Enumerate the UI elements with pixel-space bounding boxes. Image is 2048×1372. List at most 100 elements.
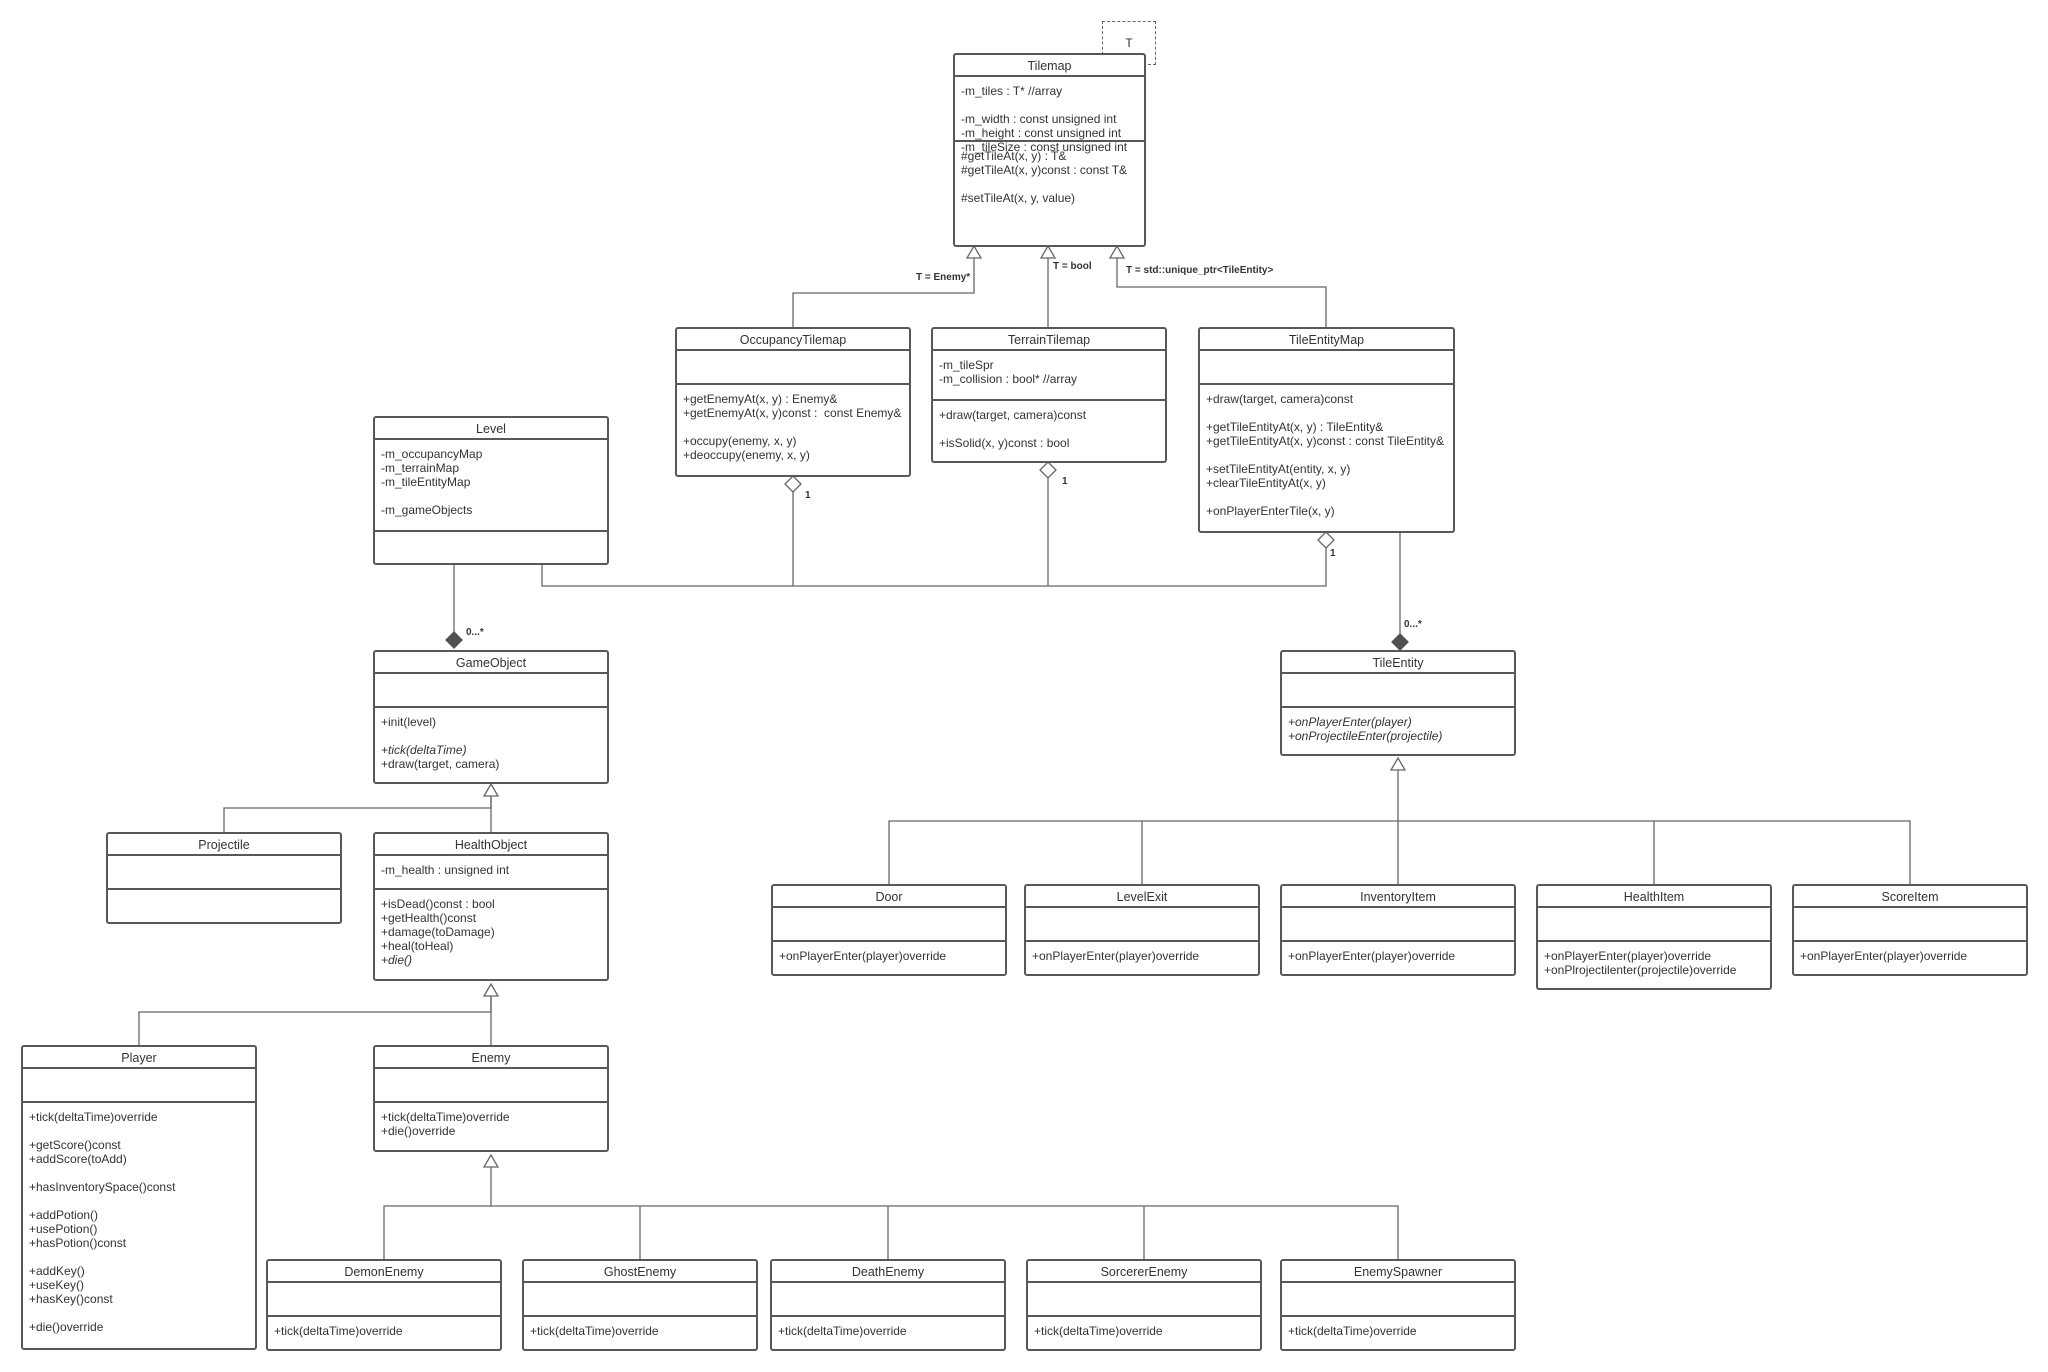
operation-line: +draw(target, camera)const <box>939 408 1087 422</box>
attribute-line: -m_gameObjects <box>381 503 473 517</box>
operation-line: +onPlayerEnter(player)override <box>1544 949 1712 963</box>
class-name: TileEntityMap <box>1200 329 1453 351</box>
class-enemy-spawner[interactable]: EnemySpawner+tick(deltaTime)override <box>1280 1259 1516 1351</box>
operation-line: +addKey() <box>29 1264 85 1278</box>
generalization-arrowhead <box>482 982 500 997</box>
operation-line: #getTileAt(x, y)const : const T& <box>961 163 1128 177</box>
class-projectile[interactable]: Projectile <box>106 832 342 924</box>
generalization-enemy-subclasses <box>383 1205 1399 1259</box>
operation-line: +tick(deltaTime)override <box>1034 1324 1163 1338</box>
class-ghost-enemy[interactable]: GhostEnemy+tick(deltaTime)override <box>522 1259 758 1351</box>
operations-section: +tick(deltaTime)override <box>772 1317 1004 1338</box>
label-t-bool: T = bool <box>1053 261 1092 272</box>
class-demon-enemy[interactable]: DemonEnemy +tick(deltaTime)override <box>266 1259 502 1351</box>
operation-line <box>29 1194 255 1208</box>
operations-section: +onPlayerEnter(player)override <box>1794 942 2026 963</box>
class-terrain-tilemap[interactable]: TerrainTilemap-m_tileSpr-m_collision : b… <box>931 327 1167 463</box>
operation-line <box>381 729 607 743</box>
operation-line <box>1206 406 1453 420</box>
operations-section: +onPlayerEnter(player)override <box>1282 942 1514 963</box>
operation-line: +die()override <box>29 1320 104 1334</box>
attributes-section: -m_health : unsigned int <box>375 856 607 890</box>
class-tilemap[interactable]: Tilemap-m_tiles : T* //array-m_width : c… <box>953 53 1146 247</box>
class-name: DeathEnemy <box>772 1261 1004 1283</box>
class-health-object[interactable]: HealthObject-m_health : unsigned int+isD… <box>373 832 609 981</box>
class-level-exit[interactable]: LevelExit+onPlayerEnter(player)override <box>1024 884 1260 976</box>
class-name: TerrainTilemap <box>933 329 1165 351</box>
operation-line: +onPlayerEnter(player)override <box>1032 949 1200 963</box>
operations-section: +init(level)+tick(deltaTime)+draw(target… <box>375 708 607 771</box>
attribute-line: -m_tileSpr <box>939 358 994 372</box>
class-name: HealthObject <box>375 834 607 856</box>
class-sorcerer-enemy[interactable]: SorcererEnemy+tick(deltaTime)override <box>1026 1259 1262 1351</box>
operation-line: +hasKey()const <box>29 1292 113 1306</box>
class-level[interactable]: Level-m_occupancyMap-m_terrainMap-m_tile… <box>373 416 609 565</box>
generalization-arrowhead <box>482 782 500 797</box>
generalization-projectile <box>223 796 492 832</box>
operation-line: +clearTileEntityAt(x, y) <box>1206 476 1326 490</box>
class-tile-entity-map[interactable]: TileEntityMap+draw(target, camera)const+… <box>1198 327 1455 533</box>
generalization-arrowhead <box>1389 756 1407 771</box>
attribute-line: -m_tileEntityMap <box>381 475 471 489</box>
class-tile-entity[interactable]: TileEntity+onPlayerEnter(player)+onProje… <box>1280 650 1516 756</box>
class-occupancy-tilemap[interactable]: OccupancyTilemap+getEnemyAt(x, y) : Enem… <box>675 327 911 477</box>
operation-line: +tick(deltaTime)override <box>1288 1324 1417 1338</box>
attributes-section <box>1026 908 1258 942</box>
attributes-section <box>268 1283 500 1317</box>
attributes-section <box>524 1283 756 1317</box>
attributes-section <box>1282 674 1514 708</box>
operation-line: +die()override <box>381 1124 456 1138</box>
operation-line <box>29 1124 255 1138</box>
attributes-section: -m_tiles : T* //array-m_width : const un… <box>955 77 1144 154</box>
operations-section: +isDead()const : bool+getHealth()const+d… <box>375 890 607 967</box>
label-t-unique-ptr: T = std::unique_ptr<TileEntity> <box>1126 265 1274 276</box>
attributes-section <box>1794 908 2026 942</box>
class-inventory-item[interactable]: InventoryItem+onPlayerEnter(player)overr… <box>1280 884 1516 976</box>
class-name: DemonEnemy <box>268 1261 500 1283</box>
operations-section: +tick(deltaTime)override+getScore()const… <box>23 1103 255 1334</box>
operation-line: +tick(deltaTime)override <box>274 1324 403 1338</box>
class-player[interactable]: Player+tick(deltaTime)override+getScore(… <box>21 1045 257 1350</box>
class-name: Projectile <box>108 834 340 856</box>
operation-line <box>961 177 1144 191</box>
operation-line <box>29 1250 255 1264</box>
operation-line: +setTileEntityAt(entity, x, y) <box>1206 462 1351 476</box>
attribute-line: -m_tileSize : const unsigned int <box>961 140 1128 154</box>
operation-line: +usePotion() <box>29 1222 98 1236</box>
operation-line: +heal(toHeal) <box>381 939 454 953</box>
multiplicity-game-objects: 0...* <box>466 627 484 638</box>
operation-line: #getTileAt(x, y) : T& <box>961 149 1067 163</box>
class-name: GameObject <box>375 652 607 674</box>
label-t-enemy: T = Enemy* <box>916 272 971 283</box>
attributes-section <box>1282 908 1514 942</box>
class-name: ScoreItem <box>1794 886 2026 908</box>
class-game-object[interactable]: GameObject +init(level)+tick(deltaTime)+d… <box>373 650 609 784</box>
class-name: TileEntity <box>1282 652 1514 674</box>
attributes-section <box>772 1283 1004 1317</box>
class-enemy[interactable]: Enemy +tick(deltaTime)override+die()overr… <box>373 1045 609 1152</box>
multiplicity-occupancy: 1 <box>805 490 811 501</box>
operations-section: +onPlayerEnter(player)override <box>1026 942 1258 963</box>
operation-line: +useKey() <box>29 1278 85 1292</box>
class-score-item[interactable]: ScoreItem +onPlayerEnter(player)override <box>1792 884 2028 976</box>
operation-line <box>29 1306 255 1320</box>
operation-line: +tick(deltaTime)override <box>381 1110 510 1124</box>
operation-line: +getHealth()const <box>381 911 477 925</box>
operation-line: #setTileAt(x, y, value) <box>961 191 1076 205</box>
operation-line <box>1206 448 1453 462</box>
class-name: Enemy <box>375 1047 607 1069</box>
operation-line: +tick(deltaTime)override <box>530 1324 659 1338</box>
attributes-section: -m_occupancyMap-m_terrainMap-m_tileEntit… <box>375 440 607 532</box>
class-health-item[interactable]: HealthItem+onPlayerEnter(player)override… <box>1536 884 1772 990</box>
operation-line: +isSolid(x, y)const : bool <box>939 436 1070 450</box>
attribute-line: -m_height : const unsigned int <box>961 126 1122 140</box>
generalization-arrowhead <box>1108 244 1126 259</box>
attribute-line: -m_occupancyMap <box>381 447 483 461</box>
operations-section: #getTileAt(x, y) : T&#getTileAt(x, y)con… <box>955 142 1144 240</box>
class-death-enemy[interactable]: DeathEnemy +tick(deltaTime)override <box>770 1259 1006 1351</box>
aggregation-level-maps <box>541 548 1327 587</box>
operations-section: +tick(deltaTime)override+die()override <box>375 1103 607 1138</box>
class-door[interactable]: Door+onPlayerEnter(player)override <box>771 884 1007 976</box>
operation-line: +onPlayerEnter(player) <box>1288 715 1412 729</box>
operations-section: +tick(deltaTime)override <box>268 1317 500 1338</box>
